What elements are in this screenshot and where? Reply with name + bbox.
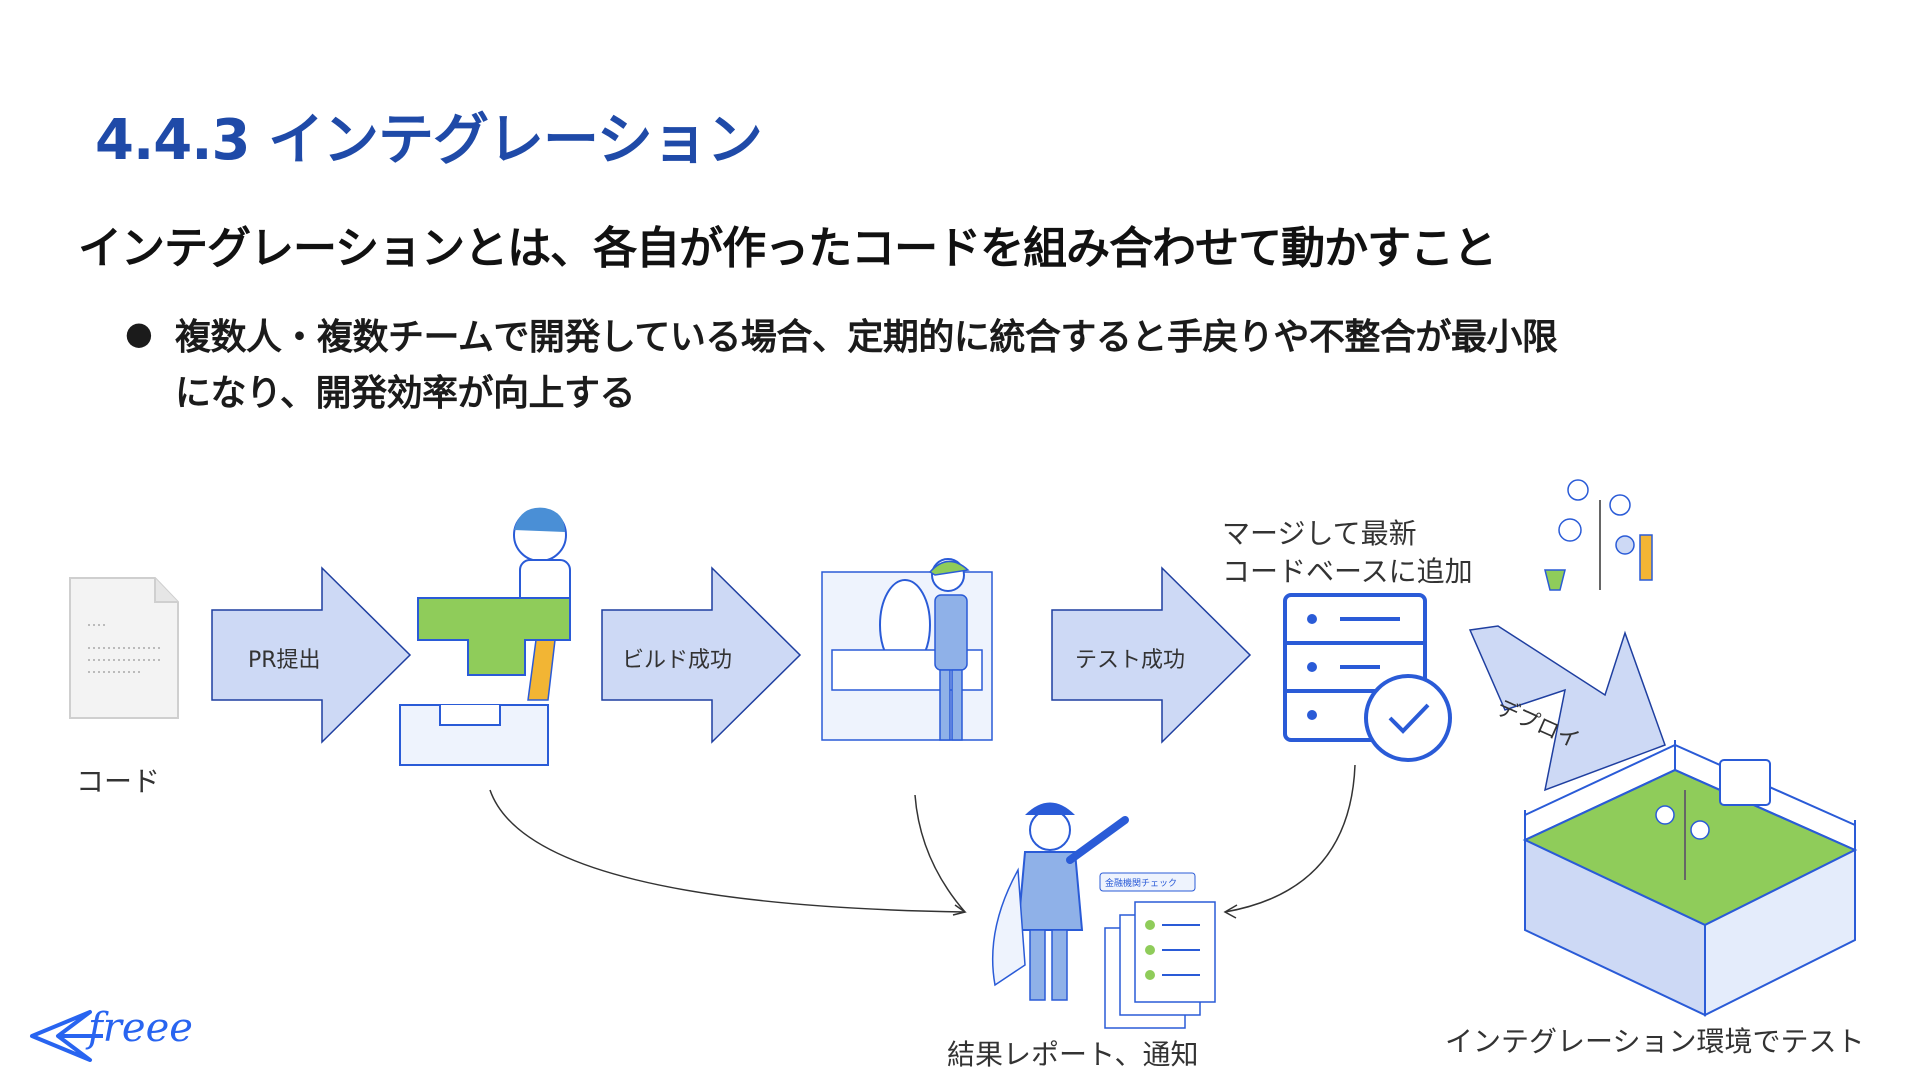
slide-lead: インテグレーションとは、各自が作ったコードを組み合わせて動かすこと — [78, 223, 1497, 274]
feedback-connectors — [489, 764, 1356, 919]
integration-environment-illustration — [1522, 740, 1858, 1017]
freee-logo-text: freee — [88, 1005, 193, 1051]
developer-puzzle-illustration — [399, 507, 571, 766]
code-document-icon — [69, 577, 179, 719]
merge-label-line2: コードベースに追加 — [1222, 555, 1473, 588]
arrow-build — [601, 566, 802, 744]
freee-logo-icon — [30, 1010, 103, 1062]
code-label: コード — [76, 765, 161, 798]
step-pr-label: PR提出 — [248, 648, 321, 673]
arrow-test — [1051, 566, 1252, 744]
step-build-label: ビルド成功 — [622, 648, 733, 673]
arrow-pr — [211, 566, 412, 744]
merge-label-line1: マージして最新 — [1222, 517, 1417, 550]
bullet-dot: ● — [125, 314, 153, 352]
step-test-label: テスト成功 — [1075, 648, 1186, 673]
builder-machine-illustration — [821, 558, 993, 741]
checklist-title: 金融機関チェック — [1105, 879, 1178, 889]
bullet-item: 複数人・複数チームで開発している場合、定期的に統合すると手戻りや不整合が最小限に… — [175, 317, 1558, 414]
arrow-deploy — [1468, 625, 1666, 792]
slide-title: 4.4.3 インテグレーション — [95, 108, 763, 173]
report-label: 結果レポート、通知 — [947, 1038, 1199, 1071]
team-tree-illustration — [1544, 479, 1653, 591]
environment-label: インテグレーション環境でテスト — [1445, 1025, 1865, 1058]
merged-codebase-server-icon — [1283, 593, 1452, 762]
report-officer-illustration — [991, 802, 1216, 1029]
